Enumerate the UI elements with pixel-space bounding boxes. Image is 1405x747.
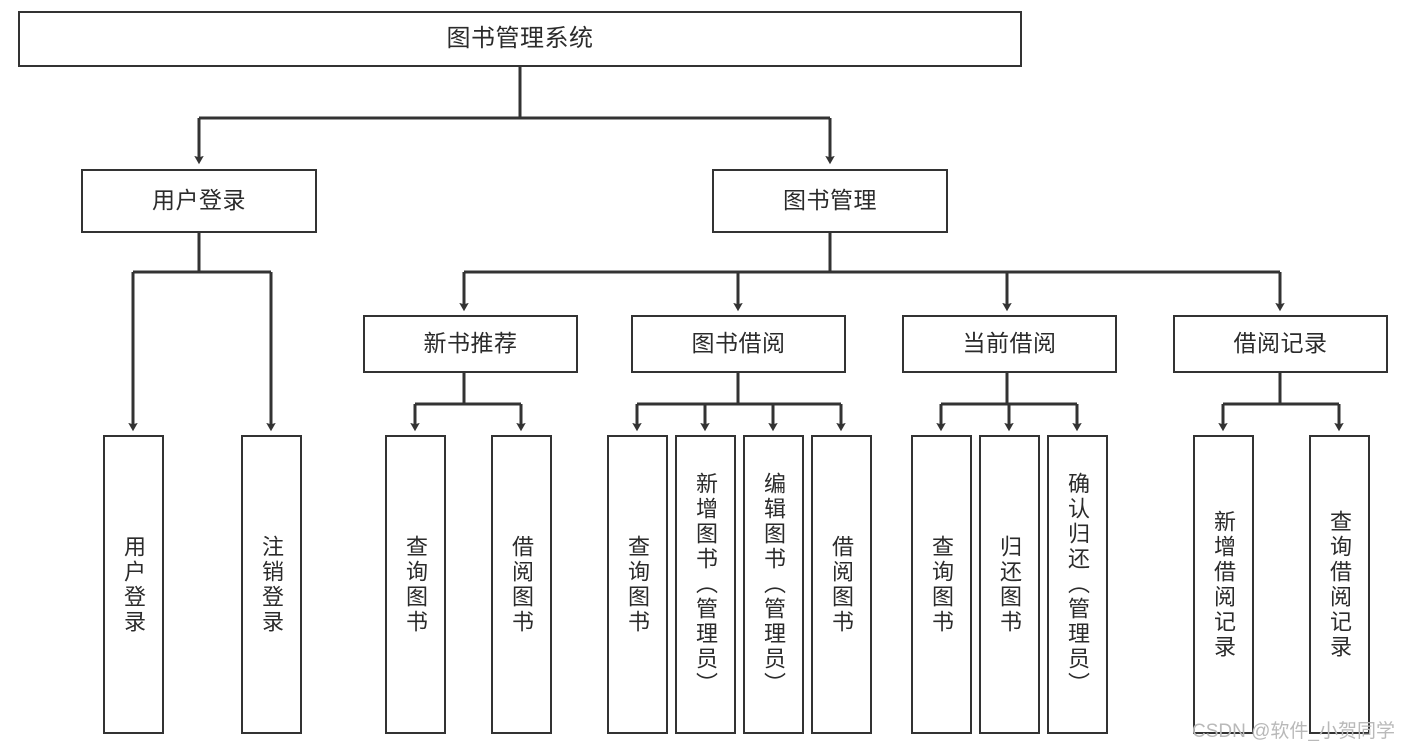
node-label: 查询图书	[929, 534, 955, 635]
leaf-query-book-current[interactable]: 查询图书	[911, 435, 972, 734]
node-label: 查询图书	[403, 534, 429, 635]
node-label: 图书管理系统	[446, 24, 594, 52]
node-label: 查询借阅记录	[1327, 509, 1353, 660]
node-label: 用户登录	[152, 187, 246, 214]
node-borrow-record[interactable]: 借阅记录	[1173, 315, 1388, 373]
node-label: 用户登录	[121, 534, 147, 635]
node-label: 借阅图书	[829, 534, 855, 635]
leaf-query-borrow-record[interactable]: 查询借阅记录	[1309, 435, 1370, 734]
node-label: 图书借阅	[691, 330, 786, 357]
node-label: 查询图书	[625, 534, 651, 635]
leaf-borrow-book-recommend[interactable]: 借阅图书	[491, 435, 552, 734]
csdn-watermark: CSDN @软件_小贺同学	[1192, 721, 1395, 742]
leaf-query-book-borrow[interactable]: 查询图书	[607, 435, 668, 734]
leaf-add-book-admin[interactable]: 新增图书（管理员）	[675, 435, 736, 734]
leaf-confirm-return-admin[interactable]: 确认归还（管理员）	[1047, 435, 1108, 734]
node-label: 借阅图书	[509, 534, 535, 635]
node-label: 图书管理	[783, 187, 877, 214]
leaf-borrow-book[interactable]: 借阅图书	[811, 435, 872, 734]
leaf-user-login[interactable]: 用户登录	[103, 435, 164, 734]
node-label: 归还图书	[997, 534, 1023, 635]
node-current-borrow[interactable]: 当前借阅	[902, 315, 1117, 373]
leaf-logout-login[interactable]: 注销登录	[241, 435, 302, 734]
node-label: 当前借阅	[962, 330, 1057, 357]
node-book-management[interactable]: 图书管理	[712, 169, 948, 233]
node-label: 新增图书（管理员）	[693, 472, 719, 697]
node-label: 注销登录	[259, 534, 285, 635]
node-root-book-management-system[interactable]: 图书管理系统	[18, 11, 1022, 67]
leaf-return-book[interactable]: 归还图书	[979, 435, 1040, 734]
node-label: 新书推荐	[423, 330, 518, 357]
node-user-login[interactable]: 用户登录	[81, 169, 317, 233]
node-label: 编辑图书（管理员）	[761, 472, 787, 697]
leaf-add-borrow-record[interactable]: 新增借阅记录	[1193, 435, 1254, 734]
node-label: 确认归还（管理员）	[1065, 472, 1091, 697]
leaf-edit-book-admin[interactable]: 编辑图书（管理员）	[743, 435, 804, 734]
leaf-query-book-recommend[interactable]: 查询图书	[385, 435, 446, 734]
node-book-borrow[interactable]: 图书借阅	[631, 315, 846, 373]
node-label: 新增借阅记录	[1211, 509, 1237, 660]
node-new-book-recommend[interactable]: 新书推荐	[363, 315, 578, 373]
node-label: 借阅记录	[1233, 330, 1328, 357]
